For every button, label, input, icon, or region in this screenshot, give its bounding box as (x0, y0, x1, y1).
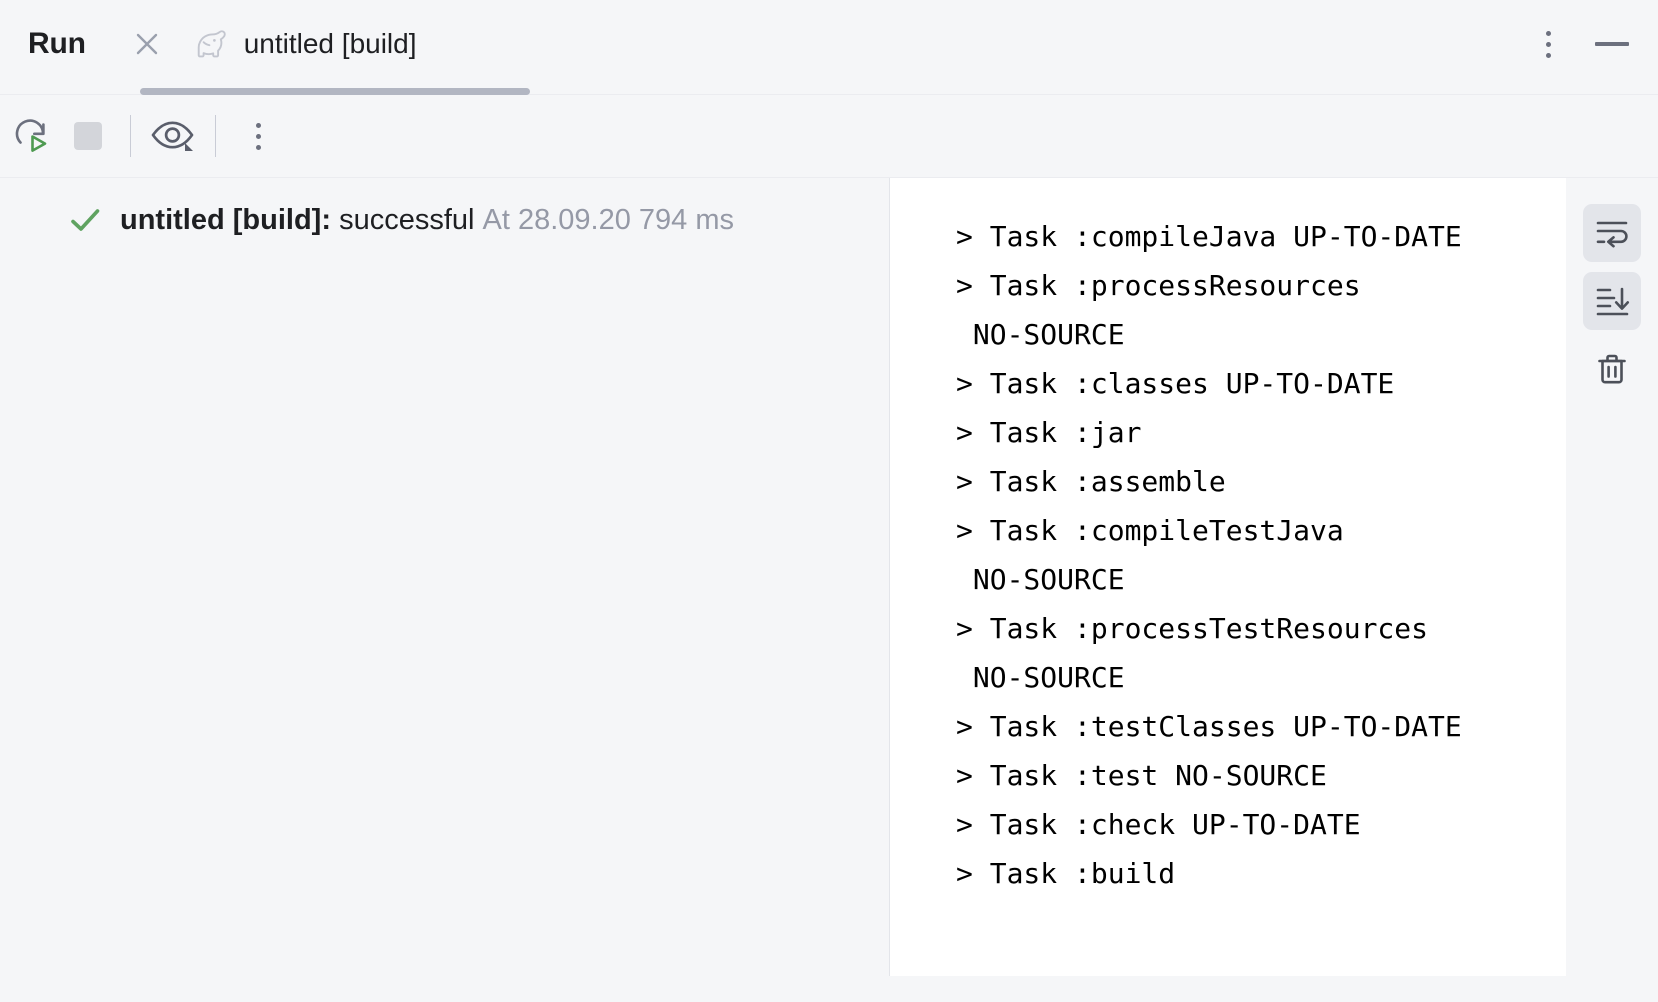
tab-label: untitled [build] (243, 28, 417, 59)
trash-icon (1593, 350, 1631, 388)
tool-window-header-left: Run untitled [build] (0, 0, 530, 95)
rerun-icon (12, 116, 52, 156)
gradle-elephant-icon (194, 27, 228, 61)
toolbar-more-button[interactable] (230, 108, 286, 164)
soft-wrap-icon (1593, 214, 1631, 252)
eye-dropdown-icon (149, 114, 197, 158)
run-content: untitled [build]: successful At 28.09.20… (0, 178, 1658, 1002)
build-output-console: > Task :compileJava UP-TO-DATE > Task :pr… (890, 178, 1658, 1002)
rerun-button[interactable] (4, 108, 60, 164)
console-line: > Task :testClasses UP-TO-DATE (956, 710, 1462, 743)
tab-untitled-build[interactable]: untitled [build] (188, 0, 439, 88)
tree-row-text: untitled [build]: successful At 28.09.20… (120, 203, 735, 236)
toolbar-separator-1 (130, 115, 131, 157)
tree-row[interactable]: untitled [build]: successful At 28.09.20… (0, 194, 889, 246)
console-line: > Task :compileTestJava (956, 514, 1344, 547)
console-line: NO-SOURCE (956, 661, 1125, 694)
console-line: > Task :processTestResources (956, 612, 1429, 645)
stop-square-icon (71, 119, 105, 153)
tool-window-header-right (1524, 0, 1636, 88)
soft-wrap-button[interactable] (1583, 204, 1641, 262)
more-vertical-icon[interactable] (1524, 20, 1572, 68)
console-gutter-toolbar (1566, 178, 1658, 1002)
tab-selection-indicator (140, 88, 530, 95)
more-dots (1545, 30, 1551, 58)
tool-window-header: Run untitled [build] (0, 0, 1658, 95)
console-line: > Task :classes UP-TO-DATE (956, 367, 1395, 400)
tree-row-meta: At 28.09.20 794 ms (482, 203, 735, 236)
check-icon (68, 203, 102, 237)
console-line: NO-SOURCE (956, 563, 1125, 596)
build-tree-pane: untitled [build]: successful At 28.09.20… (0, 178, 890, 976)
minimize-bar (1595, 42, 1629, 46)
page-title: Run (28, 27, 86, 60)
scroll-to-end-button[interactable] (1583, 272, 1641, 330)
console-line: > Task :processResources (956, 269, 1361, 302)
console-line: > Task :compileJava UP-TO-DATE (956, 220, 1462, 253)
scroll-to-end-icon (1593, 282, 1631, 320)
tree-row-result: successful (339, 203, 475, 236)
run-toolbar (0, 95, 1658, 178)
close-icon[interactable] (130, 27, 164, 61)
console-line: NO-SOURCE (956, 318, 1125, 351)
console-line: > Task :check UP-TO-DATE (956, 808, 1361, 841)
console-line: > Task :jar (956, 416, 1142, 449)
minimize-icon[interactable] (1588, 20, 1636, 68)
console-text[interactable]: > Task :compileJava UP-TO-DATE > Task :pr… (890, 178, 1658, 976)
tree-row-name: untitled [build]: (120, 203, 331, 236)
more-vertical-icon (255, 122, 261, 150)
console-line: > Task :build (956, 857, 1176, 890)
console-line: > Task :test NO-SOURCE (956, 759, 1327, 792)
console-line: > Task :assemble (956, 465, 1226, 498)
clear-all-button[interactable] (1583, 340, 1641, 398)
toolbar-separator-2 (215, 115, 216, 157)
toggle-view-button[interactable] (145, 108, 201, 164)
stop-button[interactable] (60, 108, 116, 164)
